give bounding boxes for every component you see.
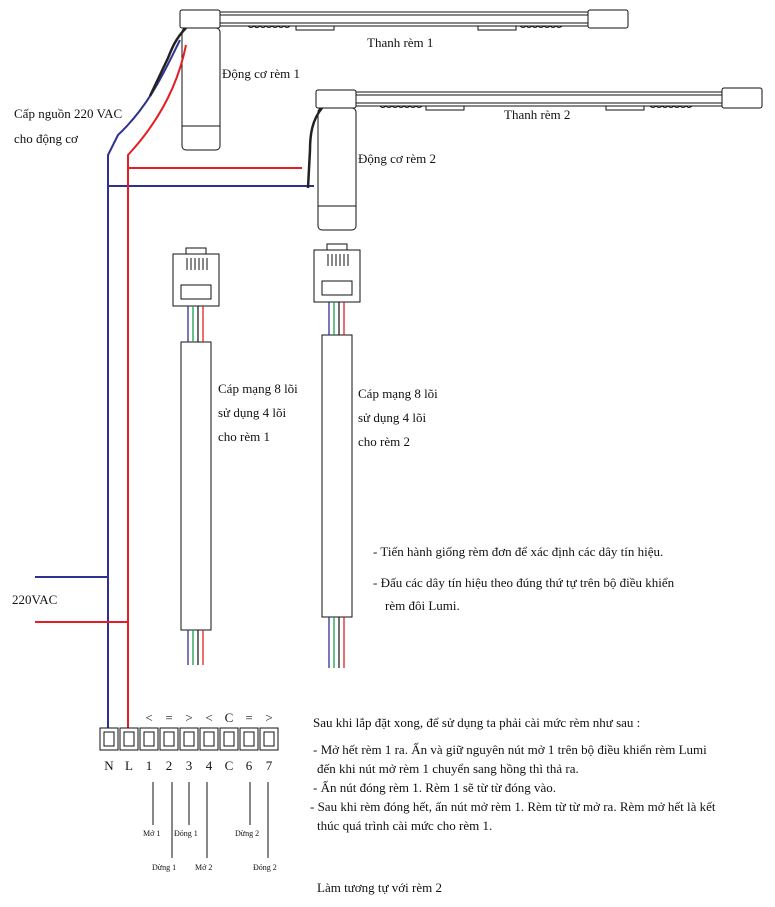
note-line-2: - Đấu các dây tín hiệu theo đúng thứ tự … bbox=[373, 575, 675, 590]
wire-label-dong2: Đóng 2 bbox=[253, 863, 277, 872]
terminal-symbol: < bbox=[145, 710, 152, 725]
instruction-step-3-cont: thúc quá trình cài mức cho rèm 1. bbox=[317, 818, 493, 833]
terminal-block bbox=[99, 727, 279, 751]
motor-power-cord bbox=[148, 27, 323, 189]
instructions-title: Sau khi lắp đặt xong, để sử dụng ta phải… bbox=[313, 715, 641, 730]
cable-1-label: Cáp mạng 8 lõi bbox=[218, 381, 298, 396]
terminal-symbol: C bbox=[225, 710, 234, 725]
rail-2-label: Thanh rèm 2 bbox=[504, 107, 570, 122]
terminal-label: C bbox=[225, 758, 234, 773]
terminal-symbol: = bbox=[165, 710, 172, 725]
wire-label-dong1: Đóng 1 bbox=[174, 829, 198, 838]
rail-1-label: Thanh rèm 1 bbox=[367, 35, 433, 50]
rj45-connector-1 bbox=[172, 247, 220, 631]
terminal-symbol: < bbox=[205, 710, 212, 725]
repeat-note: Làm tương tự với rèm 2 bbox=[317, 880, 442, 895]
instruction-step-3: - Sau khi rèm đóng hết, ấn nút mở rèm 1.… bbox=[310, 799, 716, 814]
cable-1-label: cho rèm 1 bbox=[218, 429, 270, 444]
curtain-rail-1 bbox=[179, 9, 629, 31]
cable-2-label: sử dụng 4 lõi bbox=[358, 410, 426, 425]
terminal-label: 2 bbox=[166, 758, 173, 773]
neutral-wire bbox=[35, 39, 314, 728]
terminal-label: 6 bbox=[246, 758, 253, 773]
supply-label: 220VAC bbox=[12, 592, 57, 607]
terminal-leads bbox=[152, 782, 269, 858]
terminal-label: N bbox=[104, 758, 114, 773]
cable-1-label: sử dụng 4 lõi bbox=[218, 405, 286, 420]
terminal-label: 7 bbox=[266, 758, 273, 773]
note-line-1: - Tiến hành giống rèm đơn để xác định cá… bbox=[373, 544, 664, 559]
instruction-step-1: - Mở hết rèm 1 ra. Ấn và giữ nguyên nút … bbox=[313, 742, 707, 757]
wire-label-mo2: Mở 2 bbox=[195, 863, 212, 872]
terminal-symbol: = bbox=[245, 710, 252, 725]
wire-label-dung1: Dừng 1 bbox=[152, 863, 176, 872]
terminal-label: 4 bbox=[206, 758, 213, 773]
wire-label-mo1: Mở 1 bbox=[143, 829, 160, 838]
curtain-rail-2 bbox=[315, 87, 763, 111]
cable-2-label: cho rèm 2 bbox=[358, 434, 410, 449]
live-wire bbox=[35, 44, 302, 728]
signal-wires-2 bbox=[328, 302, 345, 668]
terminal-label: 1 bbox=[146, 758, 153, 773]
instruction-step-1-cont: đến khi nút mở rèm 1 chuyển sang hồng th… bbox=[317, 761, 579, 776]
signal-wires-1 bbox=[187, 306, 204, 665]
power-label-line2: cho động cơ bbox=[14, 131, 79, 146]
motor-2-label: Động cơ rèm 2 bbox=[358, 151, 436, 166]
note-line-3: rèm đôi Lumi. bbox=[385, 598, 460, 613]
instruction-step-2: - Ấn nút đóng rèm 1. Rèm 1 sẽ từ từ đóng… bbox=[313, 780, 557, 795]
curtain-motor-1 bbox=[181, 27, 221, 151]
terminal-label: 3 bbox=[186, 758, 193, 773]
terminal-label: L bbox=[125, 758, 133, 773]
motor-1-label: Động cơ rèm 1 bbox=[222, 66, 300, 81]
power-label-line1: Cấp nguồn 220 VAC bbox=[14, 106, 122, 121]
cable-2-label: Cáp mạng 8 lõi bbox=[358, 386, 438, 401]
rj45-connector-2 bbox=[313, 243, 361, 618]
wire-label-dung2: Dừng 2 bbox=[235, 829, 259, 838]
terminal-symbol: > bbox=[265, 710, 272, 725]
terminal-symbol: > bbox=[185, 710, 192, 725]
instructions: Sau khi lắp đặt xong, để sử dụng ta phải… bbox=[310, 713, 768, 835]
curtain-motor-2 bbox=[317, 107, 357, 231]
